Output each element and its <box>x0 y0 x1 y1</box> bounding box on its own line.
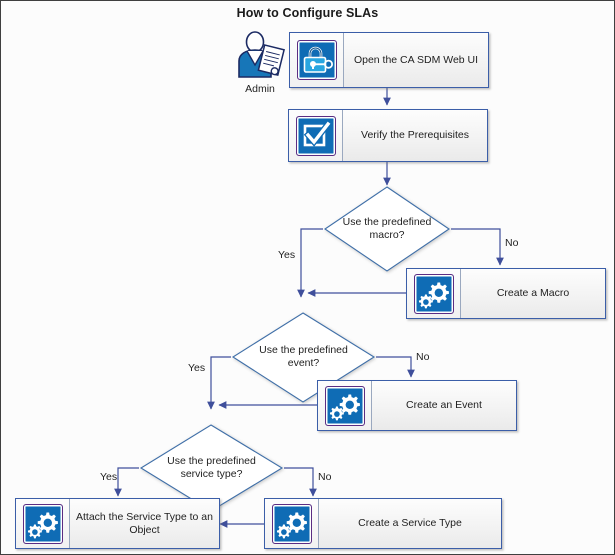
page-title: How to Configure SLAs <box>236 6 379 20</box>
padlock-key-icon <box>296 40 337 80</box>
step-label: Create a Macro <box>496 287 570 299</box>
decision-3-no-label: No <box>318 471 332 483</box>
decision-predefined-macro[interactable]: Use the predefined macro? <box>323 185 451 273</box>
step-icon-cell <box>290 33 344 87</box>
step-create-service-type[interactable]: Create a Service Type <box>264 498 502 549</box>
admin-caption: Admin <box>245 83 275 95</box>
decision-1-no-label: No <box>505 237 519 249</box>
step-create-macro[interactable]: Create a Macro <box>406 268 606 319</box>
checkbox-check-icon <box>295 115 336 156</box>
gears-icon <box>324 385 365 426</box>
gears-icon <box>22 503 63 544</box>
step-label: Create an Event <box>406 399 482 411</box>
step-icon-cell <box>289 110 343 161</box>
step-label: Open the CA SDM Web UI <box>353 53 479 66</box>
step-open-web-ui[interactable]: Open the CA SDM Web UI <box>289 32 489 88</box>
step-attach-service-type[interactable]: Attach the Service Type to an Object <box>15 498 220 549</box>
step-icon-cell <box>407 269 461 318</box>
decision-1-yes-label: Yes <box>278 249 296 261</box>
step-label: Verify the Prerequisites <box>361 129 469 141</box>
decision-2-yes-label: Yes <box>188 362 206 374</box>
step-label: Attach the Service Type to an Object <box>76 510 213 536</box>
decision-2-no-label: No <box>416 351 430 363</box>
step-verify-prerequisites[interactable]: Verify the Prerequisites <box>288 109 488 162</box>
gears-icon <box>271 503 312 544</box>
admin-actor: Admin <box>231 29 289 95</box>
step-icon-cell <box>318 381 372 430</box>
step-icon-cell <box>16 499 70 548</box>
step-create-event[interactable]: Create an Event <box>317 380 517 431</box>
gears-icon <box>413 273 454 314</box>
step-icon-cell <box>265 499 319 548</box>
step-label: Create a Service Type <box>358 517 462 529</box>
decision-3-yes-label: Yes <box>100 471 118 483</box>
